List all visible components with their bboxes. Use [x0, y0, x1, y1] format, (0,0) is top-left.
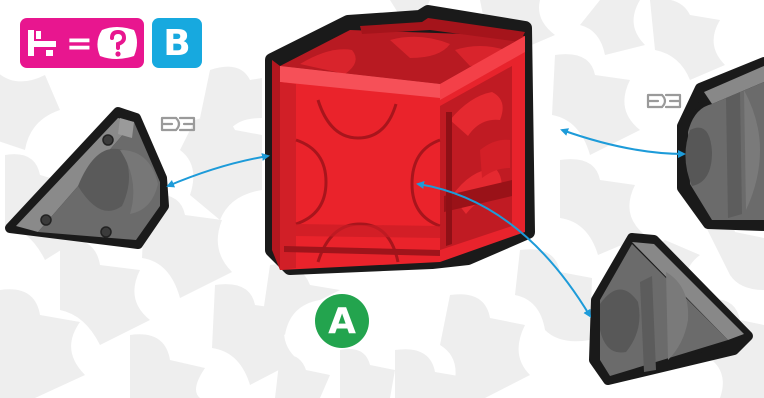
equals-sign: = — [66, 18, 90, 68]
peg-hole-2 — [41, 215, 51, 225]
connector-icon-right — [648, 95, 680, 107]
piece-count-icon: 6 — [26, 27, 58, 59]
cube-front-face — [280, 66, 440, 270]
assembly-label-badge: A — [315, 294, 369, 348]
grey-piece-top-right — [682, 62, 764, 226]
step-label-badge: B — [152, 18, 202, 68]
piece-equation-badge: 6 = — [20, 18, 144, 68]
piece-count-number: 6 — [35, 47, 43, 59]
connector-icon-left — [162, 118, 194, 130]
legend: 6 = B — [20, 18, 202, 68]
red-cube-assembly — [272, 12, 528, 270]
peg-hole-1 — [103, 135, 113, 145]
peg-hole-3 — [101, 227, 111, 237]
mystery-piece-icon — [96, 26, 138, 60]
